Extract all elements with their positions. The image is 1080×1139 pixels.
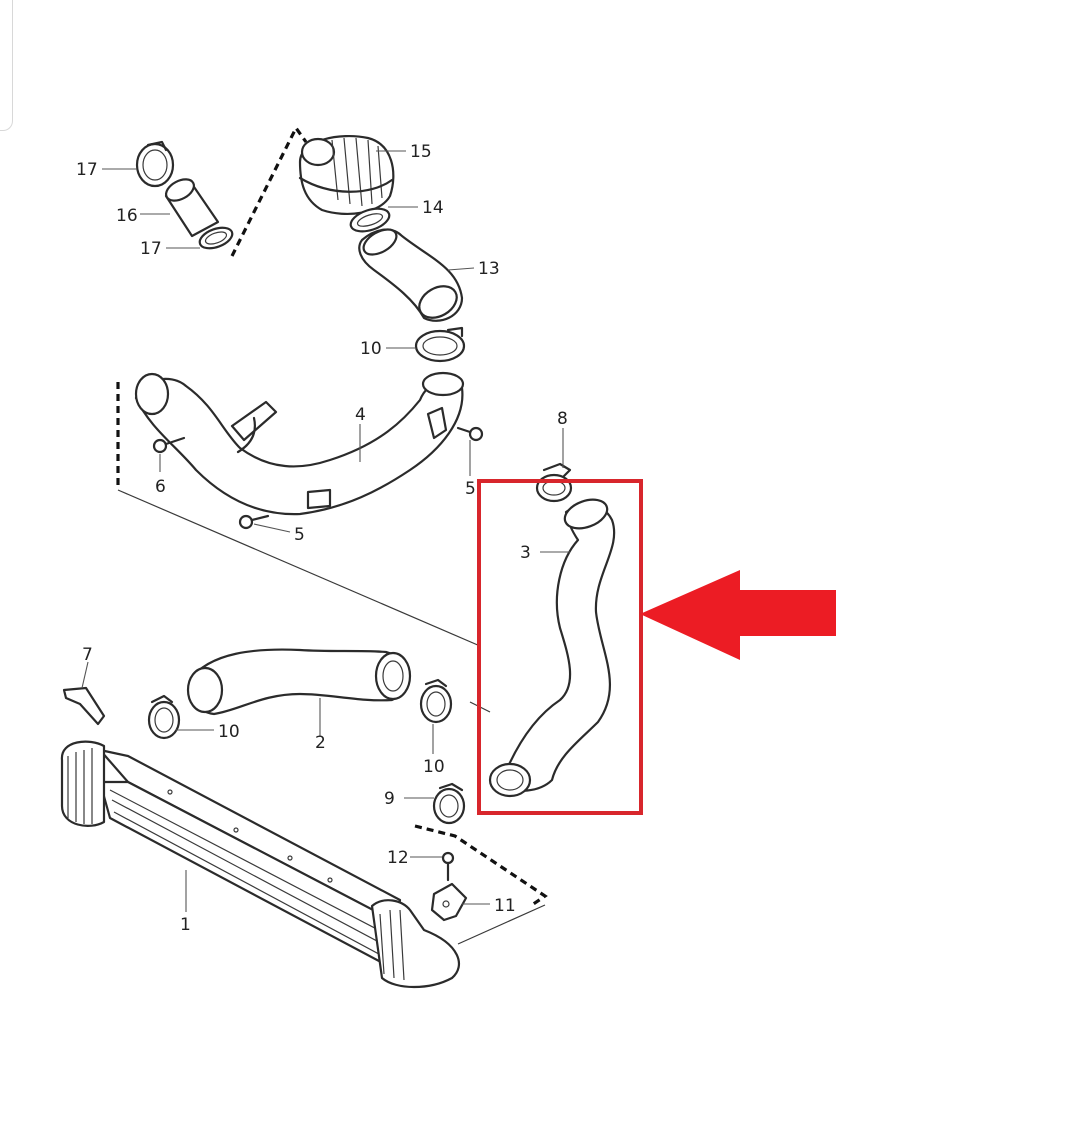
callout-labels: 1 2 3 4 5 5 6 7 8 9 10 10 10 11 12 13 14… (76, 142, 568, 935)
part-5-bolt-right (456, 426, 484, 442)
callout-16: 16 (116, 206, 138, 226)
callout-10-upper: 10 (360, 339, 382, 359)
assembly-dashed-lines (116, 124, 548, 907)
part-17-clamp-top (135, 140, 175, 188)
part-7-strap (62, 686, 106, 726)
callout-10-right: 10 (423, 757, 445, 777)
callout-6: 6 (155, 477, 166, 497)
callout-9: 9 (384, 789, 395, 809)
part-12-bolt (441, 851, 455, 882)
callout-8: 8 (557, 409, 568, 429)
callout-12: 12 (387, 848, 409, 868)
leader-lines (81, 150, 570, 912)
part-14-seal (349, 207, 391, 233)
part-3-hose-highlighted (488, 498, 616, 798)
callout-4: 4 (355, 405, 366, 425)
callout-11: 11 (494, 896, 516, 916)
callout-3: 3 (520, 543, 531, 563)
callout-14: 14 (422, 198, 444, 218)
callout-17-top: 17 (76, 160, 98, 180)
highlight-box (477, 479, 643, 815)
part-10-clamp-right (419, 678, 453, 724)
part-16-hose-short (164, 178, 220, 238)
callout-5-right: 5 (465, 479, 476, 499)
part-15-housing (298, 134, 395, 216)
part-10-clamp-upper (414, 326, 466, 363)
part-6-bolt (152, 436, 186, 454)
callout-1: 1 (180, 915, 191, 935)
part-9-clamp (432, 782, 466, 825)
callout-15: 15 (410, 142, 432, 162)
callout-7: 7 (82, 645, 93, 665)
part-2-hose (186, 648, 412, 716)
part-1-intercooler (60, 740, 461, 988)
part-5-bolt-bottom (238, 514, 270, 530)
callout-10-left: 10 (218, 722, 240, 742)
callout-5-bottom: 5 (294, 525, 305, 545)
callout-17-bottom: 17 (140, 239, 162, 259)
callout-13: 13 (478, 259, 500, 279)
part-4-pipe (134, 371, 465, 516)
callout-2: 2 (315, 733, 326, 753)
part-17-clamp-bottom (198, 226, 234, 250)
part-13-hose (358, 228, 464, 322)
arrow-icon (640, 570, 836, 660)
part-10-clamp-left (147, 694, 181, 740)
part-11-bracket (430, 882, 468, 922)
